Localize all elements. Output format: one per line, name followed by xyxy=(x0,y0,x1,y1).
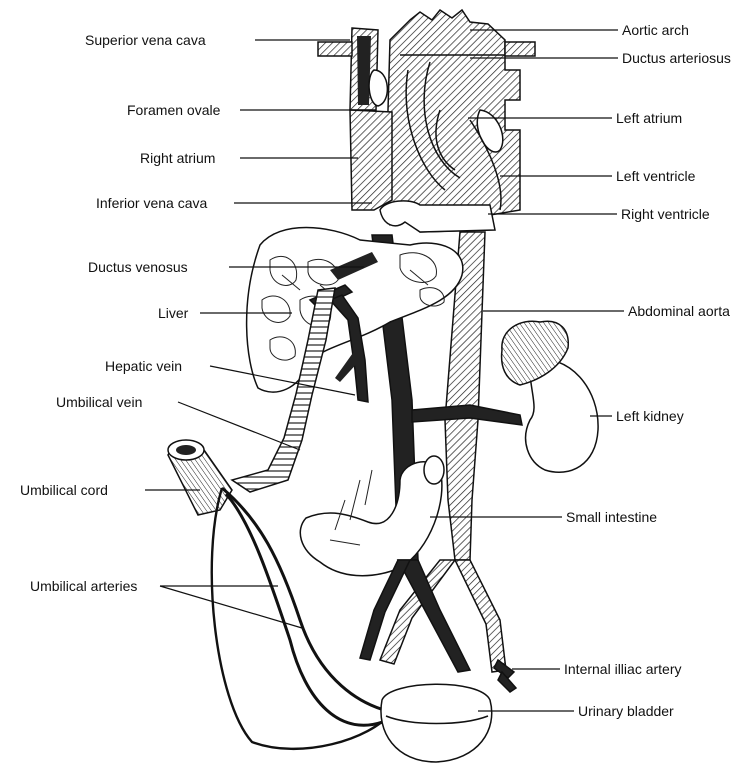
right-ventricle xyxy=(380,201,495,232)
right-atrium xyxy=(350,110,392,210)
urinary-bladder xyxy=(381,684,492,762)
heart xyxy=(318,10,535,232)
label-ductus-venosus: Ductus venosus xyxy=(88,259,188,275)
label-small-intestine: Small intestine xyxy=(566,509,657,525)
label-internal-iliac-artery: Internal illiac artery xyxy=(564,661,682,677)
label-right-ventricle: Right ventricle xyxy=(621,206,710,222)
label-umbilical-vein: Umbilical vein xyxy=(56,394,142,410)
label-left-kidney: Left kidney xyxy=(616,408,684,424)
aortic-arch xyxy=(385,10,520,232)
label-umbilical-cord: Umbilical cord xyxy=(20,482,108,498)
label-right-atrium: Right atrium xyxy=(140,150,215,166)
liver xyxy=(247,228,463,403)
internal-iliac-artery xyxy=(494,660,516,692)
label-aortic-arch: Aortic arch xyxy=(622,22,689,38)
label-hepatic-vein: Hepatic vein xyxy=(105,358,182,374)
label-inferior-vena-cava: Inferior vena cava xyxy=(96,195,207,211)
umbilical-cord xyxy=(168,440,232,515)
label-umbilical-arteries: Umbilical arteries xyxy=(30,578,137,594)
small-intestine xyxy=(300,456,444,576)
foramen-ovale xyxy=(369,70,387,106)
pulmonary-branch-right xyxy=(505,42,535,56)
label-liver: Liver xyxy=(158,305,189,321)
pulmonary-branch-left xyxy=(318,42,352,56)
label-urinary-bladder: Urinary bladder xyxy=(578,703,674,719)
left-kidney xyxy=(412,321,598,472)
superior-vena-cava-lumen xyxy=(357,36,371,105)
iliac-arteries xyxy=(360,560,506,672)
label-foramen-ovale: Foramen ovale xyxy=(127,102,221,118)
label-left-ventricle: Left ventricle xyxy=(616,168,696,184)
label-left-atrium: Left atrium xyxy=(616,110,682,126)
label-ductus-arteriosus: Ductus arteriosus xyxy=(622,50,731,66)
label-superior-vena-cava: Superior vena cava xyxy=(85,32,206,48)
label-abdominal-aorta: Abdominal aorta xyxy=(628,303,730,319)
